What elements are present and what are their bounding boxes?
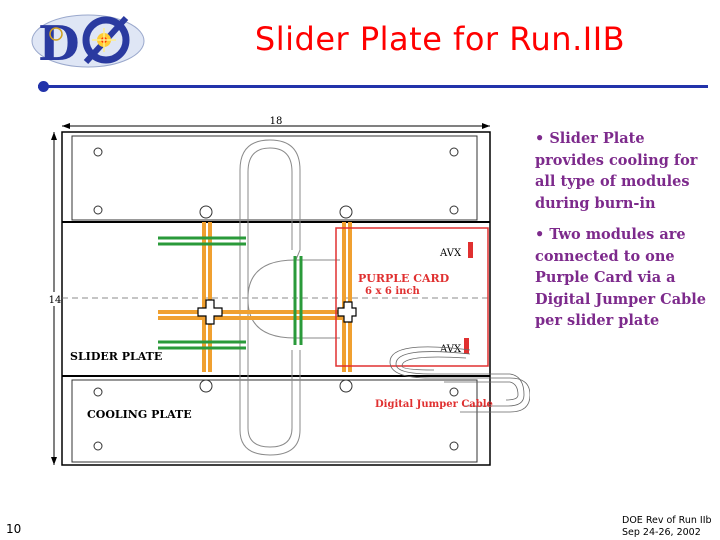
height-dimension: 14 [49,295,62,306]
slider-plate-drawing: 18 14 [48,116,530,466]
bullet-list: • Slider Plate provides cooling for all … [535,128,715,342]
footer-line-1: DOE Rev of Run IIb [622,515,712,526]
bullet-2: • Two modules are connected to one Purpl… [535,226,706,329]
svg-text:D: D [38,16,80,70]
d0-logo-icon: D [31,14,145,72]
cooling-plate-label: COOLING PLATE [87,408,192,421]
purple-card-size: 6 x 6 inch [365,286,420,297]
footer-line-2: Sep 24-26, 2002 [622,527,701,538]
purple-card-label: PURPLE CARD [358,272,450,285]
avx-top-label: AVX [439,248,462,259]
slide-number: 10 [6,522,22,536]
jumper-cable-label: Digital Jumper Cable [375,399,493,410]
footer: DOE Rev of Run IIb Sep 24-26, 2002 [622,515,712,539]
title-rule [38,85,708,88]
bullet-1: • Slider Plate provides cooling for all … [535,130,698,212]
avx-bottom-label: AVX [439,344,462,355]
slider-plate-label: SLIDER PLATE [70,350,162,363]
d0-logo: D [30,12,150,72]
width-dimension: 18 [270,116,283,127]
slide-title: Slider Plate for Run.IIB [254,20,626,58]
